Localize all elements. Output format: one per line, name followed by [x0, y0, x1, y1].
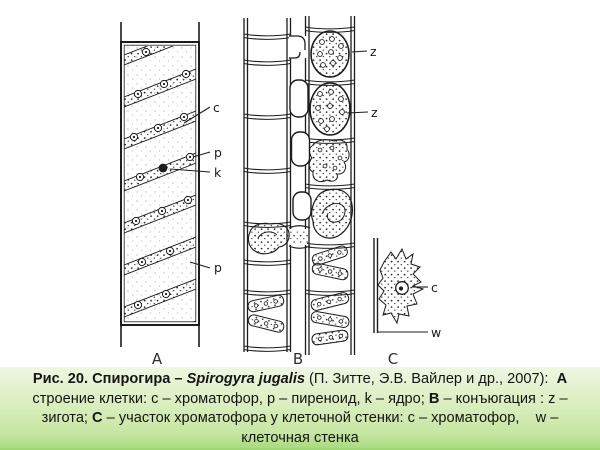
label-zygote-lower: z: [371, 105, 378, 120]
adjacent-cell-wall-lines: [120, 22, 200, 347]
panel-letter-c: C: [388, 350, 398, 367]
pyrenoid-center-dot: [398, 286, 404, 291]
caption-segment: строение клетки: c – хроматофор, p – пир…: [32, 390, 425, 407]
panel-letter-b: B: [293, 350, 303, 367]
leader-line-zygote-lower: [346, 111, 369, 114]
pyrenoids: [129, 47, 195, 310]
conjugation-tube-3: [292, 191, 312, 221]
left-filament: [243, 18, 292, 352]
leader-line-nucleus: [169, 168, 211, 173]
zygote-upper: [310, 30, 350, 78]
label-cell-wall: w: [431, 325, 441, 340]
cell-wall-lines: [373, 238, 379, 333]
conjugation-tube-1: [289, 79, 309, 118]
conjugation-tube-open-top: [289, 35, 306, 59]
label-pyrenoid-upper: p: [214, 145, 222, 160]
label-chromatophore-c: c: [431, 280, 438, 295]
label-chromatophore: c: [213, 100, 220, 115]
label-nucleus: k: [214, 165, 222, 180]
leader-line-pyrenoid-upper: [192, 151, 211, 158]
protoplast-mass-upper: [308, 139, 350, 183]
ribbon-chromatophores: [247, 245, 350, 346]
conjugation-tubes: [289, 35, 312, 221]
forming-zygote-mass: [311, 188, 353, 239]
donor-protoplast: [247, 222, 290, 255]
conjugation-passage: [247, 188, 353, 255]
spirogyra-figure: c p k p A: [120, 16, 441, 367]
zygote-lower: [309, 82, 351, 136]
nucleus-dot: [158, 163, 168, 173]
leader-line-chromatophore: [183, 106, 211, 124]
caption-segment: A: [556, 371, 568, 387]
caption-segment: – конъюгация : z – зигота;: [41, 390, 568, 427]
caption-segment: B: [428, 390, 440, 407]
caption-segment: C: [92, 410, 103, 426]
panel-a-cell-drawing: [120, 22, 211, 347]
conjugation-tube-2: [290, 131, 311, 167]
panel-letter-a: A: [152, 350, 163, 367]
caption-segment: (П. Зитте, Э.В. Вайлер и др., 2007):: [305, 371, 557, 387]
panel-b-conjugation-drawing: [243, 16, 369, 355]
panel-c-drawing: [373, 238, 428, 333]
caption-segment: Рис. 20. Спирогира –: [32, 371, 187, 387]
caption-segment: Spirogyra jugalis: [186, 371, 305, 387]
label-pyrenoid-lower: p: [214, 260, 222, 275]
caption-segment: – участок хроматофора у клеточной стенки…: [106, 410, 559, 446]
leader-line-pyrenoid-lower: [189, 261, 211, 269]
figure-caption: Рис. 20. Спирогира – Spirogyra jugalis (…: [0, 367, 600, 450]
leader-line-zygote-upper: [351, 50, 368, 53]
label-zygote-upper: z: [370, 44, 377, 59]
